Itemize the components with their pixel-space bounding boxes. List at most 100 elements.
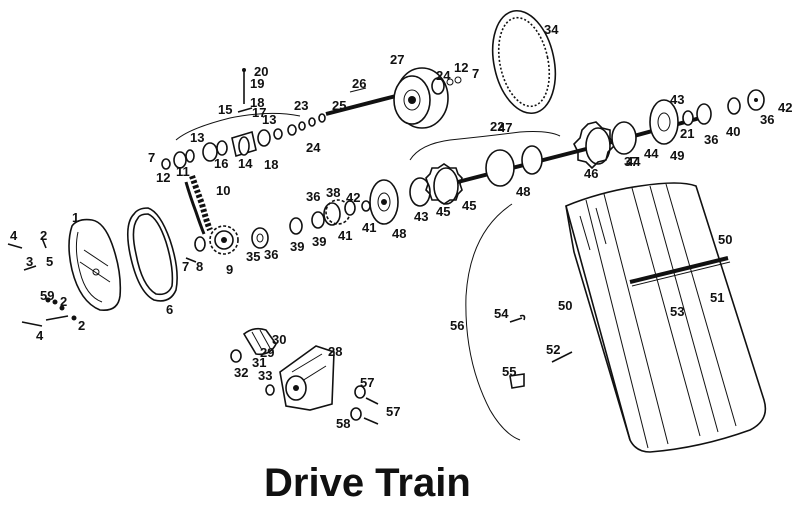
part-label: 42 [346,190,360,205]
part-label: 47 [498,120,512,135]
part-label: 19 [250,76,264,91]
part-label: 58 [336,416,350,431]
part-label: 59 [40,288,54,303]
part-label: 4 [10,228,18,243]
drive-shaft-part [325,87,397,116]
part-label: 11 [176,164,190,179]
part-label: 38 [326,185,340,200]
part-label: 57 [360,375,374,390]
part-label: 41 [338,228,352,243]
track-part [565,182,767,453]
part-label: 50 [558,298,572,313]
part-label: 36 [704,132,718,147]
part-label: 8 [196,259,203,274]
part-label: 32 [234,365,248,380]
part-label: 17 [252,105,266,120]
part-label: 25 [332,98,346,113]
diagram-title: Drive Train [264,461,471,505]
part-label: 45 [462,198,476,213]
part-label: 18 [250,95,264,110]
part-label: 20 [254,64,268,79]
drive-belt-part [126,207,178,302]
hub-part [185,236,206,263]
part-label: 7 [148,150,155,165]
part-label: 1 [72,210,79,225]
part-label: 43 [414,209,428,224]
part-label: 41 [362,220,376,235]
leader-curve [465,203,521,441]
part-label: 51 [710,290,724,305]
part-label: 12 [156,170,170,185]
part-label: 18 [264,157,278,172]
part-label: 42 [778,100,792,115]
part-label: 7 [472,66,479,81]
brake-assembly-part [230,327,379,425]
part-label: 56 [450,318,464,333]
part-label: 7 [182,259,189,274]
part-label: 28 [328,344,342,359]
part-label: 48 [516,184,530,199]
part-label: 3 [26,254,33,269]
part-label: 36 [264,247,278,262]
part-label: 36 [306,189,320,204]
small-hardware-left [7,237,77,327]
part-label: 4 [36,328,44,343]
part-label: 53 [670,304,684,319]
part-label: 57 [386,404,400,419]
part-label: 46 [584,166,598,181]
part-label: 43 [670,92,684,107]
drive-clutch-pulley-part [393,67,462,129]
part-label: 22 [490,119,504,134]
part-label: 2 [78,318,85,333]
part-label: 23 [294,98,308,113]
part-label: 30 [272,332,286,347]
part-label: 27 [390,52,404,67]
part-label: 49 [670,148,684,163]
roller-chain-part [184,175,213,235]
part-label: 2 [60,294,67,309]
part-label: 15 [218,102,232,117]
part-label: 55 [502,364,516,379]
part-label: 37 [624,154,638,169]
chain-guard-part [68,218,122,312]
part-label: 14 [238,156,253,171]
part-label: 44 [626,154,641,169]
part-label: 33 [258,368,272,383]
part-label: 48 [392,226,406,241]
part-number-labels: 1 2 2 2 3 4 4 5 6 7 7 7 8 9 10 11 12 12 … [10,22,792,431]
part-label: 21 [680,126,694,141]
part-label: 34 [544,22,559,37]
part-label: 12 [454,60,468,75]
part-label: 44 [644,146,659,161]
part-label: 39 [290,239,304,254]
part-label: 16 [214,156,228,171]
part-label: 35 [246,249,260,264]
part-label: 9 [226,262,233,277]
part-label: 36 [760,112,774,127]
part-label: 24 [436,68,451,83]
part-label: 50 [718,232,732,247]
part-label: 31 [252,355,266,370]
toothed-drive-belt-part [491,9,557,115]
track-drive-shaft-part [409,89,765,207]
part-label: 39 [312,234,326,249]
jackshaft-bearing-parts [161,68,326,170]
part-label: 54 [494,306,509,321]
part-label: 29 [260,345,274,360]
part-label: 45 [436,204,450,219]
part-label: 40 [726,124,740,139]
part-label: 2 [40,228,47,243]
part-label: 24 [306,140,321,155]
track-hardware [509,314,573,389]
part-label: 5 [46,254,53,269]
part-label: 13 [190,130,204,145]
part-label: 10 [216,183,230,198]
sprocket-hub-part [251,227,269,249]
part-label: 6 [166,302,173,317]
part-label: 13 [262,112,276,127]
part-label: 52 [546,342,560,357]
driven-pulley-parts [289,179,399,235]
part-label: 26 [352,76,366,91]
sprocket-part [209,225,239,255]
